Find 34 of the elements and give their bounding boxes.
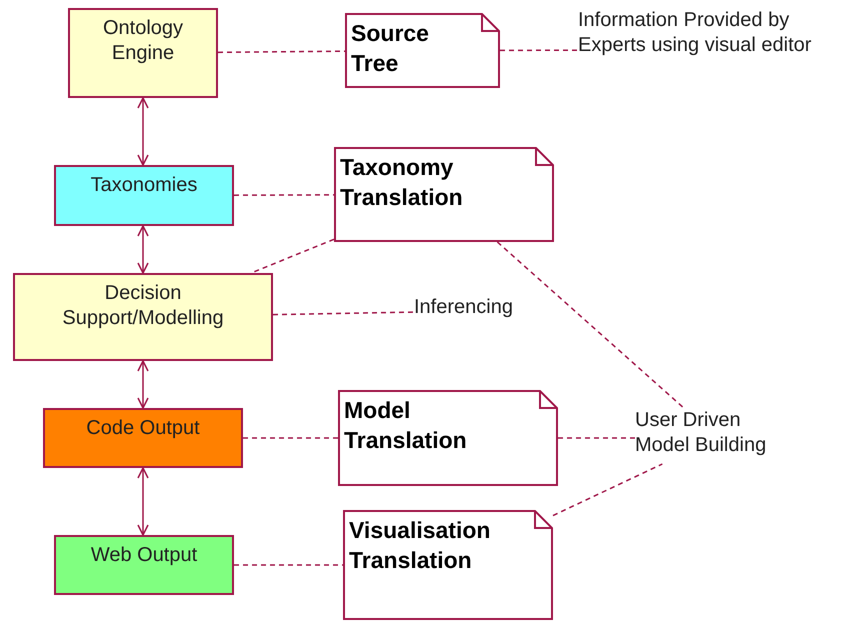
dashed-connector [234, 564, 343, 566]
note-title: Model Translation [344, 396, 468, 455]
note-shape [338, 390, 558, 486]
note-title: Visualisation Translation [349, 516, 492, 575]
process-box [54, 165, 234, 226]
double-arrow [137, 97, 149, 166]
box-label: Taxonomies [90, 173, 198, 198]
dashed-connector [218, 50, 345, 54]
dashed-connector [496, 241, 684, 409]
box-label: Ontology Engine [102, 16, 184, 66]
double-arrow [137, 467, 149, 536]
process-box [43, 408, 243, 468]
box-label: Code Output [86, 416, 200, 441]
process-box [54, 535, 234, 595]
process-box [13, 273, 273, 361]
note-title: Source Tree [351, 19, 430, 78]
dashed-connector [234, 194, 334, 196]
dashed-connector [552, 463, 663, 516]
annotation-label: Inferencing [414, 295, 514, 320]
process-box [68, 8, 218, 98]
annotation-label: Information Provided by Experts using visual editor [578, 8, 812, 58]
note-title: Taxonomy Translation [340, 153, 464, 212]
note-shape [345, 13, 500, 88]
box-label: Decision Support/Modelling [61, 281, 225, 331]
double-arrow [137, 360, 149, 409]
dashed-connector [558, 437, 635, 439]
note-shape [343, 510, 553, 620]
dashed-connector [272, 311, 414, 316]
double-arrow [137, 225, 149, 274]
dashed-connector [500, 50, 578, 52]
note-shape [334, 147, 554, 242]
dashed-connector [243, 437, 338, 439]
box-label: Web Output [90, 543, 198, 568]
annotation-label: User Driven Model Building [635, 408, 768, 458]
